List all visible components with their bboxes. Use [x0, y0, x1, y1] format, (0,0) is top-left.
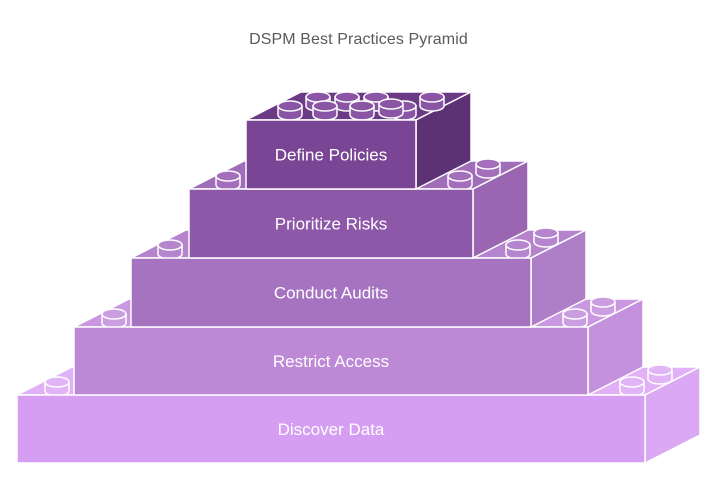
stud — [215, 170, 241, 191]
tier-define-policies: Define Policies — [245, 91, 472, 190]
stud — [157, 239, 183, 260]
stud — [505, 239, 531, 260]
tier-label: Prioritize Risks — [275, 215, 387, 234]
stud — [562, 308, 588, 329]
tier-label: Discover Data — [278, 420, 385, 439]
stud — [647, 364, 673, 385]
stud — [419, 91, 445, 112]
stud — [349, 100, 375, 121]
tier-front-face — [245, 119, 417, 190]
stud — [475, 158, 501, 179]
tier-label: Define Policies — [275, 146, 387, 165]
tier-label: Conduct Audits — [274, 284, 388, 303]
stud — [44, 376, 70, 397]
stud — [533, 227, 559, 248]
stud — [312, 100, 338, 121]
stud — [101, 308, 127, 329]
stud — [447, 170, 473, 191]
diagram-title: DSPM Best Practices Pyramid — [249, 31, 468, 48]
stud — [619, 376, 645, 397]
tier-front-face — [16, 394, 646, 464]
tier-front-face — [130, 257, 532, 328]
stud — [277, 100, 303, 121]
tier-front-face — [188, 188, 474, 259]
stud — [590, 296, 616, 317]
stud — [378, 98, 404, 119]
tier-label: Restrict Access — [273, 352, 389, 371]
